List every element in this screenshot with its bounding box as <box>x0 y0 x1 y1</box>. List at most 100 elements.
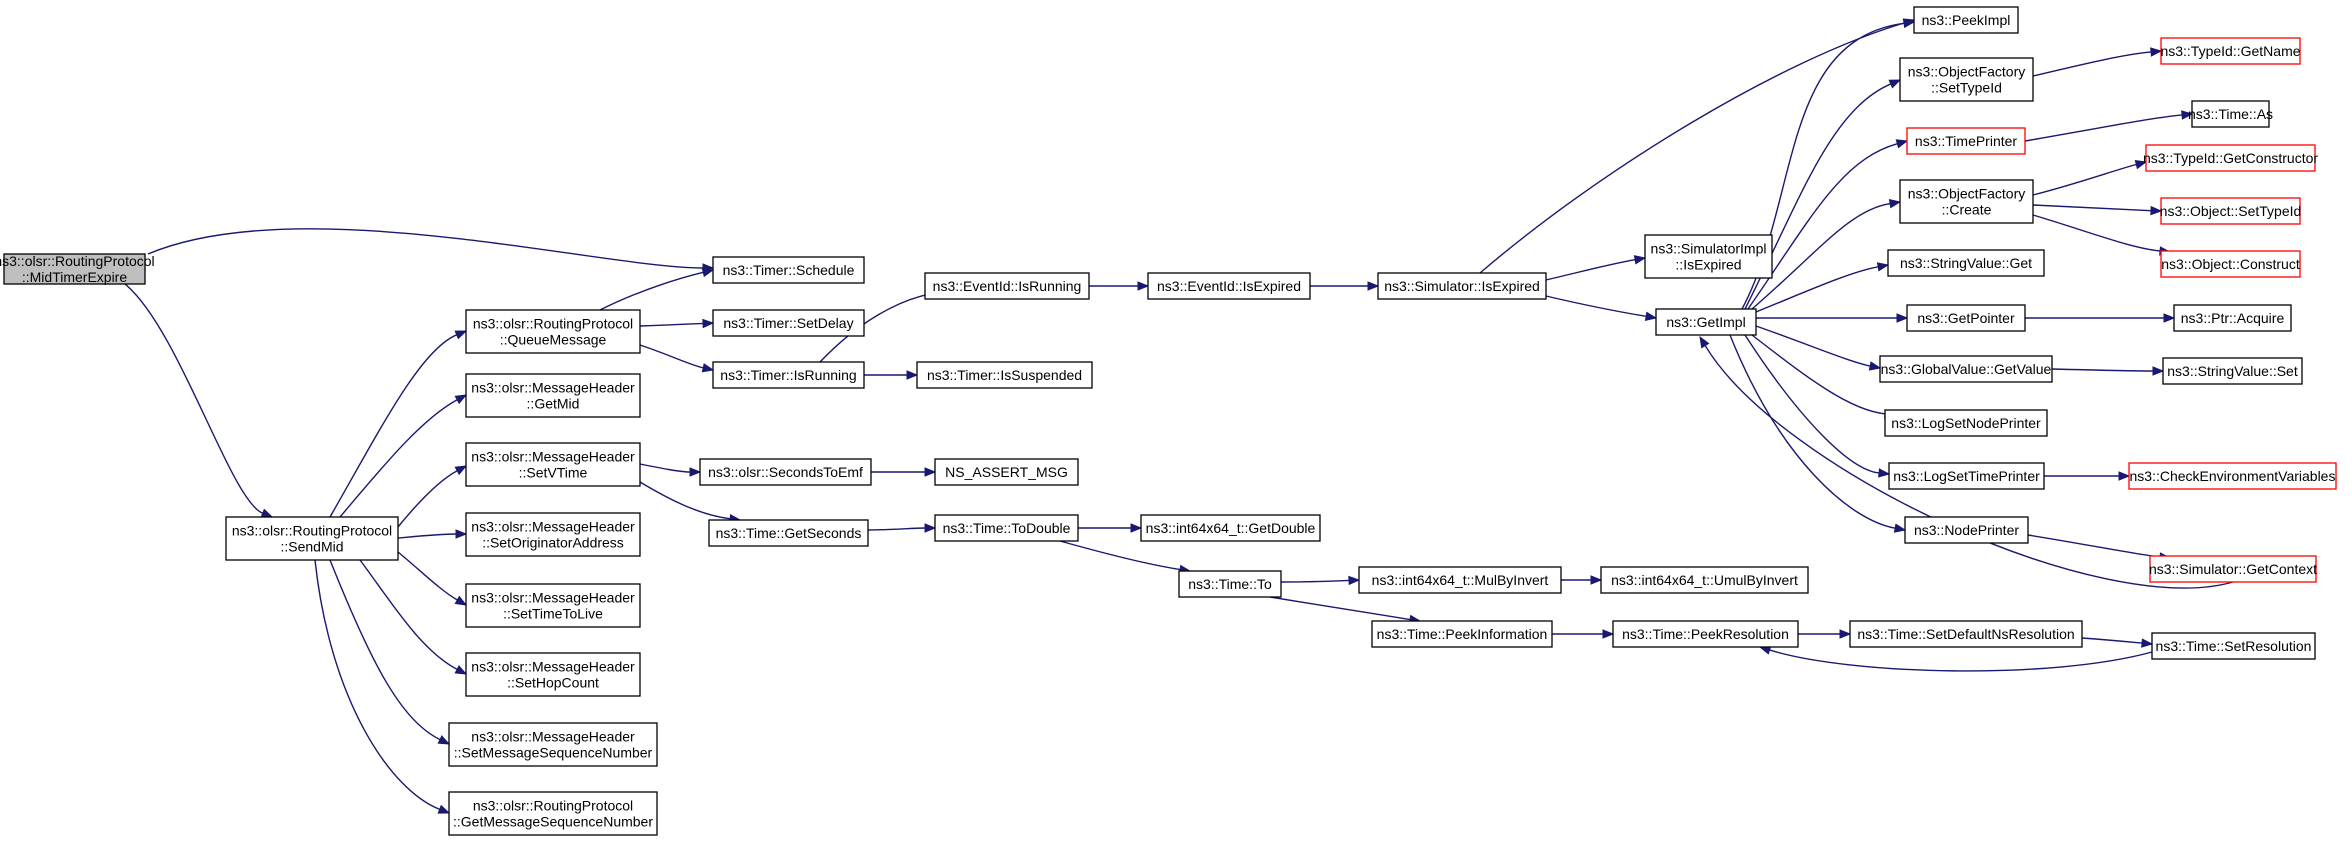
node-secstoemf[interactable]: ns3::olsr::SecondsToEmf <box>699 458 872 486</box>
node-ofcreate[interactable]: ns3::ObjectFactory::Create <box>1899 179 2034 224</box>
node-setres[interactable]: ns3::Time::SetResolution <box>2151 632 2316 660</box>
node-box <box>225 516 399 561</box>
node-nsassert[interactable]: NS_ASSERT_MSG <box>934 458 1079 486</box>
node-setorig[interactable]: ns3::olsr::MessageHeader::SetOriginatorA… <box>465 512 641 557</box>
edge-sendmid-to-queuemsg <box>329 330 468 518</box>
node-label: ns3::EventId::IsExpired <box>1157 278 1301 294</box>
node-label: ::SetTypeId <box>1931 80 2002 96</box>
node-objconstruct[interactable]: ns3::Object::Construct <box>2160 250 2301 278</box>
node-label: ns3::TypeId::GetName <box>2160 43 2300 59</box>
node-box <box>699 458 872 486</box>
edge-getseconds-to-todouble <box>867 523 937 533</box>
node-getimpl[interactable]: ns3::GetImpl <box>1655 308 1757 336</box>
edge-logsettime-to-checkenv <box>2043 471 2131 481</box>
node-label: ns3::TypeId::GetConstructor <box>2143 150 2318 166</box>
node-mulbyinvert[interactable]: ns3::int64x64_t::MulByInvert <box>1358 566 1562 594</box>
node-setvtime[interactable]: ns3::olsr::MessageHeader::SetVTime <box>465 442 641 487</box>
node-todouble[interactable]: ns3::Time::ToDouble <box>934 514 1079 542</box>
edge-getimpl-to-getpointer <box>1756 313 1909 323</box>
node-logsettime[interactable]: ns3::LogSetTimePrinter <box>1888 462 2045 490</box>
node-label: ns3::Ptr::Acquire <box>2181 310 2285 326</box>
node-label: ns3::LogSetNodePrinter <box>1891 415 2041 431</box>
node-box <box>2160 250 2301 278</box>
graph-nodes: ns3::olsr::RoutingProtocol::MidTimerExpi… <box>0 6 2337 836</box>
node-nodeprinter[interactable]: ns3::NodePrinter <box>1904 516 2029 544</box>
node-label: ns3::EventId::IsRunning <box>933 278 1082 294</box>
node-gvgetvalue[interactable]: ns3::GlobalValue::GetValue <box>1879 355 2053 383</box>
edge-getimpl-to-ofcreate <box>1751 198 1902 310</box>
node-label: ns3::NodePrinter <box>1914 522 2019 538</box>
node-label: ns3::olsr::RoutingProtocol <box>0 253 155 269</box>
node-getseconds[interactable]: ns3::Time::GetSeconds <box>708 519 869 547</box>
edge-getpointer-to-ptracquire <box>2025 313 2176 323</box>
edge-sendmid-to-getmid <box>339 394 468 518</box>
node-box <box>448 722 658 767</box>
node-label: ns3::Simulator::GetContext <box>2149 561 2317 577</box>
node-getpointer[interactable]: ns3::GetPointer <box>1906 304 2026 332</box>
node-strvalget[interactable]: ns3::StringValue::Get <box>1887 249 2045 277</box>
node-label: ns3::olsr::MessageHeader <box>471 449 635 465</box>
node-objsettypeid[interactable]: ns3::Object::SetTypeId <box>2160 197 2302 225</box>
node-box <box>2162 357 2303 385</box>
node-peekres[interactable]: ns3::Time::PeekResolution <box>1612 620 1799 648</box>
edge-secstoemf-to-nsassert <box>871 467 937 477</box>
node-sendmid[interactable]: ns3::olsr::RoutingProtocol::SendMid <box>225 516 399 561</box>
node-box <box>1888 462 2045 490</box>
node-box <box>916 361 1093 389</box>
node-checkenv[interactable]: ns3::CheckEnvironmentVariables <box>2128 462 2337 490</box>
node-ptracquire[interactable]: ns3::Ptr::Acquire <box>2173 304 2292 332</box>
node-strvalset[interactable]: ns3::StringValue::Set <box>2162 357 2303 385</box>
node-label: ns3::GetImpl <box>1666 314 1745 330</box>
edge-setvtime-to-getseconds <box>639 481 742 524</box>
node-peekinfo[interactable]: ns3::Time::PeekInformation <box>1371 620 1553 648</box>
edge-todouble-to-getdouble <box>1078 523 1143 533</box>
node-evisrunning[interactable]: ns3::EventId::IsRunning <box>924 272 1090 300</box>
node-setttl[interactable]: ns3::olsr::MessageHeader::SetTimeToLive <box>465 583 641 628</box>
node-ofsettypeid[interactable]: ns3::ObjectFactory::SetTypeId <box>1899 57 2034 102</box>
node-simgetctx[interactable]: ns3::Simulator::GetContext <box>2149 555 2317 583</box>
node-schedule[interactable]: ns3::Timer::Schedule <box>712 256 865 284</box>
edge-setres-to-peekres <box>1758 645 2153 672</box>
node-queuemsg[interactable]: ns3::olsr::RoutingProtocol::QueueMessage <box>465 309 641 354</box>
node-label: ::SetOriginatorAddress <box>482 535 624 551</box>
node-simimplexp[interactable]: ns3::SimulatorImpl::IsExpired <box>1644 234 1773 279</box>
edge-timeto-to-mulbyinvert <box>1280 575 1361 586</box>
node-umulbyinvert[interactable]: ns3::int64x64_t::UmulByInvert <box>1600 566 1809 594</box>
node-box <box>2160 37 2301 65</box>
edge-getimpl-to-nodeprinter <box>1729 334 1907 533</box>
node-label: ns3::Timer::Schedule <box>723 262 855 278</box>
edge-queuemsg-to-schedule <box>599 267 715 311</box>
node-box <box>924 272 1090 300</box>
node-label: ::IsExpired <box>1675 257 1741 273</box>
node-typeidgetname[interactable]: ns3::TypeId::GetName <box>2160 37 2301 65</box>
node-issuspended[interactable]: ns3::Timer::IsSuspended <box>916 361 1093 389</box>
node-peekimpl[interactable]: ns3::PeekImpl <box>1913 6 2019 34</box>
node-box <box>1371 620 1553 648</box>
edge-sendmid-to-setorig <box>397 529 468 539</box>
node-sethop[interactable]: ns3::olsr::MessageHeader::SetHopCount <box>465 652 641 697</box>
node-box <box>1178 570 1282 598</box>
node-logsetnode[interactable]: ns3::LogSetNodePrinter <box>1884 409 2048 437</box>
node-timeprinter[interactable]: ns3::TimePrinter <box>1906 127 2026 155</box>
node-evisexpired[interactable]: ns3::EventId::IsExpired <box>1147 272 1311 300</box>
node-setdelay[interactable]: ns3::Timer::SetDelay <box>712 309 865 337</box>
edge-gvgetvalue-to-strvalset <box>2051 366 2165 376</box>
node-box <box>1906 304 2026 332</box>
node-label: ns3::Time::SetDefaultNsResolution <box>1857 626 2074 642</box>
node-root[interactable]: ns3::olsr::RoutingProtocol::MidTimerExpi… <box>0 253 155 285</box>
node-getdouble[interactable]: ns3::int64x64_t::GetDouble <box>1140 514 1321 542</box>
edge-sendmid-to-setttl <box>397 551 468 606</box>
node-label: ns3::LogSetTimePrinter <box>1893 468 2040 484</box>
node-timeto[interactable]: ns3::Time::To <box>1178 570 1282 598</box>
node-typeidgetctor[interactable]: ns3::TypeId::GetConstructor <box>2143 144 2318 172</box>
node-isrunning[interactable]: ns3::Timer::IsRunning <box>712 361 865 389</box>
node-getmid[interactable]: ns3::olsr::MessageHeader::GetMid <box>465 373 641 418</box>
node-box <box>1644 234 1773 279</box>
node-setseq[interactable]: ns3::olsr::MessageHeader::SetMessageSequ… <box>448 722 658 767</box>
node-timeas[interactable]: ns3::Time::As <box>2188 100 2273 128</box>
node-getseq[interactable]: ns3::olsr::RoutingProtocol::GetMessageSe… <box>448 791 658 836</box>
node-label: ns3::GetPointer <box>1917 310 2015 326</box>
node-setdefaultns[interactable]: ns3::Time::SetDefaultNsResolution <box>1849 620 2083 648</box>
node-simisexpired[interactable]: ns3::Simulator::IsExpired <box>1377 272 1547 300</box>
node-label: ns3::Time::PeekResolution <box>1622 626 1789 642</box>
